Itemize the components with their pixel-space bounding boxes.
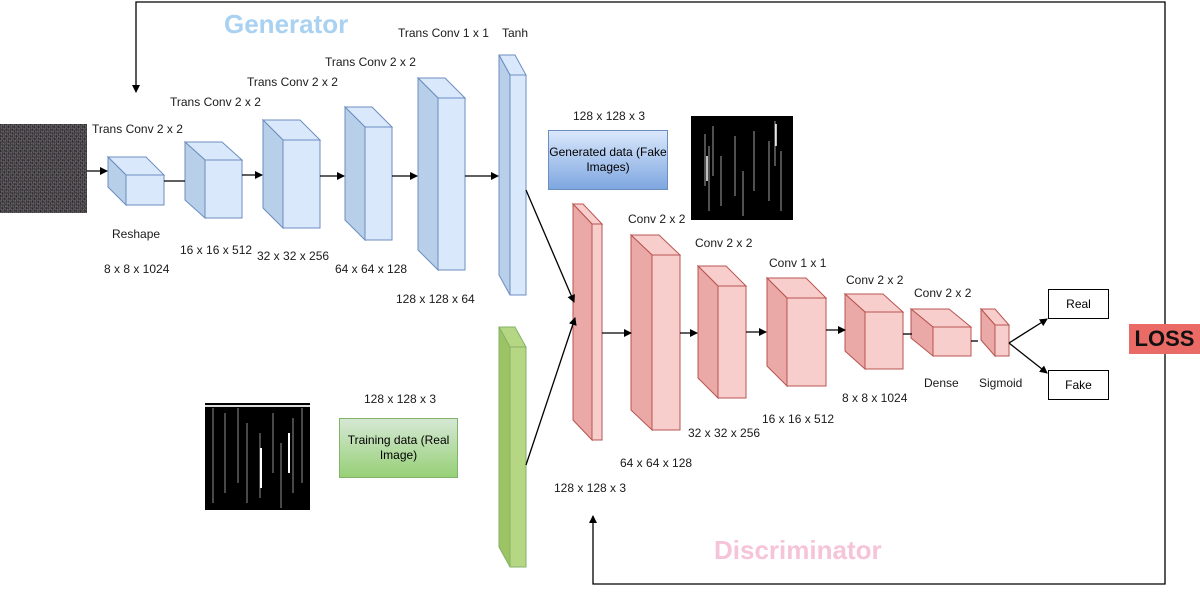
gen-layer-label: Trans Conv 1 x 1: [398, 26, 489, 40]
generated-spectrogram-image: [691, 116, 793, 220]
disc-block-64: [629, 233, 682, 432]
gen-block-32: [261, 118, 322, 230]
edge-tanh-disc: [525, 189, 575, 303]
disc-input-bar: [571, 202, 604, 442]
training-data-box: Training data (Real Image): [339, 418, 458, 478]
gen-shape-label: 16 x 16 x 512: [180, 243, 253, 257]
edge-sigmoid-fake: [1008, 342, 1048, 374]
disc-shape-label: 8 x 8 x 1024: [842, 391, 908, 405]
gen-layer-label: Trans Conv 2 x 2: [92, 122, 183, 136]
disc-shape-label: 64 x 64 x 128: [620, 456, 693, 470]
gen-activation-label: Tanh: [502, 26, 529, 40]
fake-output-box: Fake: [1048, 370, 1109, 400]
generated-shape-label: 128 x 128 x 3: [573, 109, 646, 123]
gen-reshape-block: [106, 155, 166, 207]
gen-shape-label: 64 x 64 x 128: [335, 262, 408, 276]
generated-data-box: Generated data (Fake Images): [548, 130, 668, 190]
sigmoid-label: Sigmoid: [979, 376, 1023, 390]
gen-layer-label: Trans Conv 2 x 2: [170, 95, 261, 109]
gen-layer-label: Trans Conv 2 x 2: [247, 75, 338, 89]
edge-sigmoid-real: [1008, 318, 1048, 344]
disc-input-shape-label: 128 x 128 x 3: [554, 481, 627, 495]
loss-badge: LOSS: [1129, 324, 1200, 354]
disc-sigmoid-block: [979, 307, 1011, 358]
gen-block-16: [183, 140, 244, 220]
noise-input-image: [0, 124, 87, 213]
disc-block-16: [765, 276, 828, 388]
training-shape-label: 128 x 128 x 3: [364, 392, 437, 406]
feedback-to-generator: [132, 1, 1166, 326]
disc-layer-label: Conv 2 x 2: [695, 236, 753, 250]
disc-block-32: [696, 264, 748, 400]
reshape-label: Reshape: [112, 227, 161, 241]
dense-label: Dense: [924, 376, 959, 390]
disc-layer-label: Conv 2 x 2: [628, 212, 686, 226]
training-input-bar: [498, 326, 527, 568]
gen-block-64: [343, 105, 394, 242]
gen-tanh-bar: [498, 54, 527, 296]
gen-layer-label: Trans Conv 2 x 2: [325, 55, 416, 69]
disc-dense-block: [909, 307, 973, 358]
training-spectrogram-image: [205, 403, 310, 510]
disc-block-8: [843, 292, 905, 371]
disc-layer-label: Conv 2 x 2: [914, 286, 972, 300]
gen-block-128: [416, 76, 467, 272]
real-output-box: Real: [1048, 289, 1109, 319]
disc-layer-label: Conv 2 x 2: [846, 273, 904, 287]
gen-shape-label: 32 x 32 x 256: [257, 249, 330, 263]
gen-shape-label: 8 x 8 x 1024: [104, 262, 170, 276]
gen-shape-label: 128 x 128 x 64: [396, 292, 475, 306]
edge-training-disc: [525, 317, 577, 466]
disc-shape-label: 32 x 32 x 256: [688, 426, 761, 440]
generator-title: Generator: [224, 9, 349, 39]
disc-shape-label: 16 x 16 x 512: [762, 412, 835, 426]
feedback-to-discriminator: [589, 354, 1166, 585]
disc-layer-label: Conv 1 x 1: [769, 256, 827, 270]
discriminator-title: Discriminator: [714, 535, 882, 565]
